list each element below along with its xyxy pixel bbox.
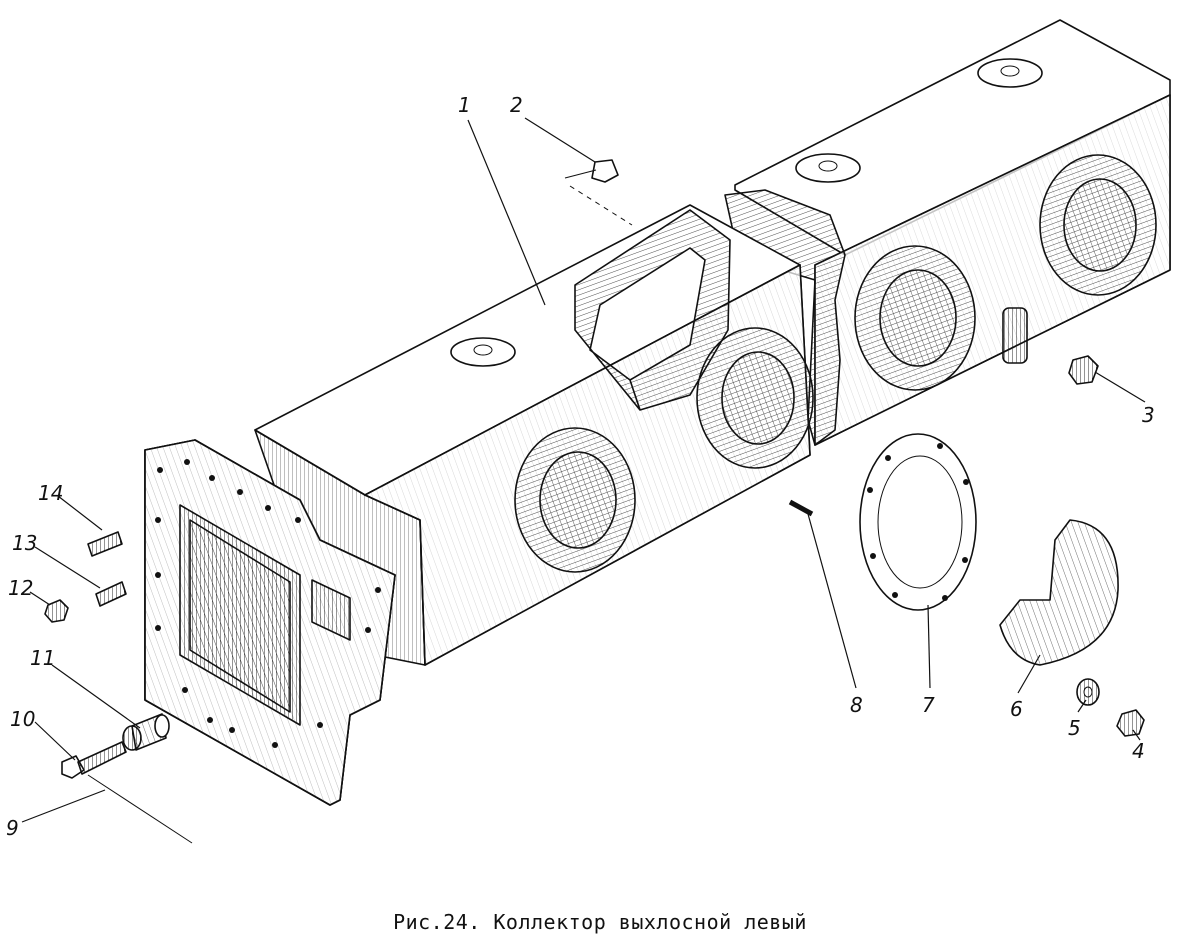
callout-4: 4 bbox=[1132, 739, 1145, 763]
top-boss-mid bbox=[795, 153, 861, 183]
callout-9: 9 bbox=[6, 816, 19, 840]
leader-12 bbox=[29, 591, 51, 606]
leader-8 bbox=[807, 513, 857, 689]
callout-3: 3 bbox=[1142, 403, 1155, 427]
part-13-stud-icon bbox=[95, 581, 127, 607]
part-11-bushing-icon bbox=[122, 713, 170, 751]
part-2-bolt-icon bbox=[564, 159, 633, 226]
leader-10 bbox=[34, 721, 76, 761]
leader-6 bbox=[1017, 654, 1041, 694]
part-6-cover-plate-icon bbox=[999, 519, 1119, 666]
port-flange-3 bbox=[854, 245, 976, 391]
part-10-bolt-icon bbox=[61, 741, 127, 779]
end-flange-port bbox=[311, 579, 351, 641]
part-7-gasket-icon bbox=[859, 433, 977, 611]
leader-7 bbox=[927, 604, 931, 689]
leader-9 bbox=[21, 789, 106, 823]
port-flange-4 bbox=[1039, 154, 1157, 296]
part-4-nut-icon bbox=[1116, 709, 1145, 737]
manifold-assembly bbox=[144, 19, 1171, 806]
callout-8: 8 bbox=[850, 693, 863, 717]
figure-caption: Рис.24. Коллектор выхлосной левый bbox=[393, 910, 807, 934]
port-flange-1 bbox=[514, 427, 636, 573]
leader-14 bbox=[57, 495, 103, 531]
part-8-pin-icon bbox=[788, 499, 814, 517]
leader-lines bbox=[21, 117, 1146, 823]
part-12-nut-icon bbox=[44, 599, 69, 623]
callout-7: 7 bbox=[922, 693, 935, 717]
part-14-stud-icon bbox=[87, 531, 123, 557]
part-3-nut-icon bbox=[1068, 355, 1099, 385]
callout-12: 12 bbox=[8, 576, 33, 600]
flange-holes bbox=[155, 459, 381, 748]
callout-1: 1 bbox=[458, 93, 471, 117]
leader-13 bbox=[34, 546, 101, 589]
callout-10: 10 bbox=[10, 707, 35, 731]
leader-11 bbox=[51, 664, 141, 729]
callout-13: 13 bbox=[12, 531, 37, 555]
top-opening-flange bbox=[574, 209, 731, 411]
leader-4 bbox=[1132, 729, 1141, 741]
leader-1 bbox=[467, 119, 546, 306]
part-9-cotter-wire-icon bbox=[87, 774, 193, 844]
top-boss-rear bbox=[977, 58, 1043, 88]
callout-2: 2 bbox=[510, 93, 523, 117]
top-boss-front bbox=[450, 337, 516, 367]
part-5-washer-icon bbox=[1076, 678, 1100, 706]
leader-2 bbox=[524, 117, 596, 163]
port-flange-2 bbox=[696, 327, 814, 469]
callout-14: 14 bbox=[38, 481, 63, 505]
bracket bbox=[1002, 307, 1028, 364]
callout-6: 6 bbox=[1010, 697, 1023, 721]
callout-5: 5 bbox=[1068, 716, 1081, 740]
leader-5 bbox=[1077, 699, 1087, 713]
leader-3 bbox=[1094, 371, 1146, 403]
callout-11: 11 bbox=[30, 646, 55, 670]
callout-labels: 1 2 3 4 5 6 7 8 9 10 11 12 13 14 bbox=[6, 93, 1155, 840]
